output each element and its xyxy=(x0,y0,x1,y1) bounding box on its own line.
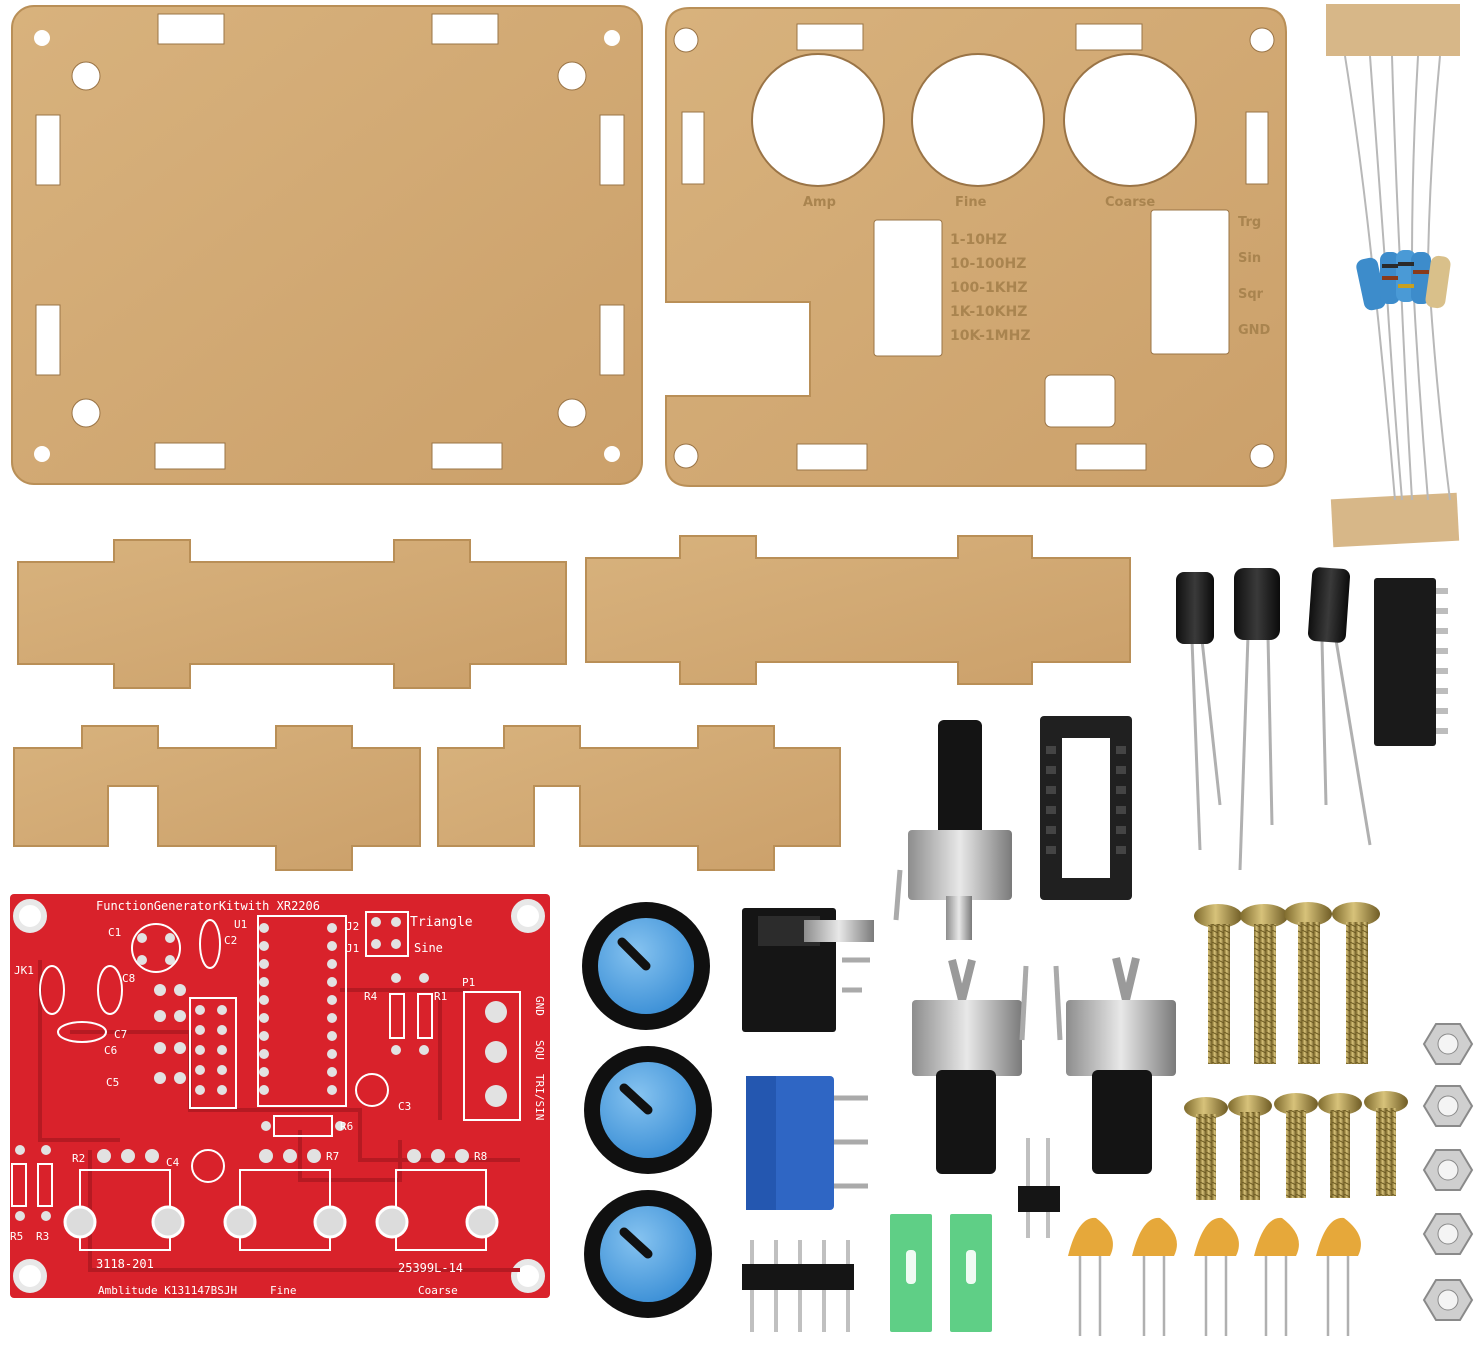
potentiometer-left xyxy=(912,959,1029,1174)
terminal-block xyxy=(746,1076,868,1210)
label-c6: C6 xyxy=(104,1044,117,1057)
side-panel-1 xyxy=(17,539,567,689)
label-sine: Sine xyxy=(414,941,443,955)
screw-icon xyxy=(1332,902,1380,1064)
label-tri-sin: TRI/SIN xyxy=(533,1074,546,1120)
front-panel: 1-10HZ 10-100HZ 100-1KHZ 1K-10KHZ 10K-1M… xyxy=(665,7,1287,487)
ceramic-cap-icon xyxy=(1132,1217,1177,1336)
label-c5: C5 xyxy=(106,1076,119,1089)
electrolytic-capacitors xyxy=(1176,567,1372,871)
hex-nut-icon xyxy=(1422,1023,1474,1065)
knob-pointer-icon xyxy=(619,1083,653,1115)
side-panel-4 xyxy=(437,725,841,871)
ceramic-cap-icon xyxy=(1068,1217,1113,1336)
jumper-caps xyxy=(890,1214,992,1332)
ceramic-capacitors xyxy=(1068,1217,1361,1336)
label-c7: C7 xyxy=(114,1028,127,1041)
range-label-4: 1K-10KHZ xyxy=(950,304,1027,320)
label-c1: C1 xyxy=(108,926,121,939)
dc-jack xyxy=(742,908,874,1032)
screw-icon xyxy=(1284,902,1332,1064)
screw-icon xyxy=(1240,904,1288,1064)
capacitor-icon xyxy=(1176,572,1214,644)
ceramic-cap-icon xyxy=(1194,1217,1239,1336)
gnd-engraving: GND xyxy=(1238,323,1271,338)
label-r8: R8 xyxy=(474,1150,487,1163)
trg-engraving: Trg xyxy=(1238,215,1261,230)
screw-icon xyxy=(1228,1095,1272,1200)
hex-nut-icon xyxy=(1422,1149,1474,1191)
label-squ: SQU xyxy=(533,1040,546,1060)
label-c4: C4 xyxy=(166,1156,180,1169)
label-r6: R6 xyxy=(340,1120,353,1133)
label-r4: R4 xyxy=(364,990,378,1003)
potentiometer-top xyxy=(893,720,1012,940)
ceramic-cap-icon xyxy=(1254,1217,1299,1336)
pcb-board: FunctionGeneratorKitwith XR2206 C1 C2 U1… xyxy=(10,894,550,1298)
label-r1: R1 xyxy=(434,990,447,1003)
hex-nut-icon xyxy=(1422,1213,1474,1255)
ceramic-cap-icon xyxy=(1316,1217,1361,1336)
capacitor-icon xyxy=(1308,567,1350,643)
knob-3 xyxy=(584,1190,712,1318)
label-u1: U1 xyxy=(234,918,247,931)
coarse-engraving: Coarse xyxy=(1105,195,1155,210)
long-screws xyxy=(1194,902,1380,1064)
knob-1 xyxy=(582,902,710,1030)
pot-code-coarse: 25399L-14 xyxy=(398,1261,463,1275)
knob-2 xyxy=(584,1046,712,1174)
label-p1: P1 xyxy=(462,976,475,989)
potentiometer-right xyxy=(1053,957,1176,1174)
pot-code-amplitude: 3118-201 xyxy=(96,1257,154,1271)
sqr-engraving: Sqr xyxy=(1238,287,1264,302)
range-label-3: 100-1KHZ xyxy=(950,280,1028,296)
resistor-strip xyxy=(1326,4,1460,548)
amp-engraving: Amp xyxy=(803,195,836,210)
label-r7: R7 xyxy=(326,1150,339,1163)
short-screws xyxy=(1184,1091,1408,1200)
pcb-title: FunctionGeneratorKitwith XR2206 xyxy=(96,899,320,913)
side-panel-2 xyxy=(585,535,1131,685)
xr2206-chip xyxy=(1374,578,1448,746)
label-c3: C3 xyxy=(398,1100,411,1113)
screw-icon xyxy=(1274,1093,1318,1198)
label-c8: C8 xyxy=(122,972,135,985)
screw-icon xyxy=(1184,1097,1228,1200)
label-coarse: Coarse xyxy=(418,1284,458,1297)
side-panel-3 xyxy=(13,725,421,871)
sin-engraving: Sin xyxy=(1238,251,1261,266)
hex-nuts xyxy=(1422,1023,1474,1321)
hex-nut-icon xyxy=(1422,1085,1474,1127)
label-fine: Fine xyxy=(270,1284,297,1297)
back-panel xyxy=(11,5,643,485)
resistor-icon xyxy=(1356,250,1451,311)
knob-pointer-icon xyxy=(619,1227,653,1259)
label-gnd: GND xyxy=(533,996,546,1016)
label-c2: C2 xyxy=(224,934,237,947)
label-j1: J1 xyxy=(346,942,359,955)
label-r5: R5 xyxy=(10,1230,23,1243)
label-r2: R2 xyxy=(72,1152,85,1165)
hex-nut-icon xyxy=(1422,1279,1474,1321)
label-r3: R3 xyxy=(36,1230,49,1243)
ic-socket xyxy=(1040,716,1132,900)
label-amplitude: Amblitude K131147BSJH xyxy=(98,1284,237,1297)
range-label-1: 1-10HZ xyxy=(950,232,1007,248)
range-label-5: 10K-1MHZ xyxy=(950,328,1030,344)
label-triangle: Triangle xyxy=(410,915,473,930)
screw-icon xyxy=(1318,1093,1362,1198)
pin-header-5 xyxy=(742,1240,854,1332)
label-jk1: JK1 xyxy=(14,964,34,977)
screw-icon xyxy=(1194,904,1242,1064)
range-label-2: 10-100HZ xyxy=(950,256,1026,272)
fine-engraving: Fine xyxy=(955,195,987,210)
screw-icon xyxy=(1364,1091,1408,1196)
capacitor-icon xyxy=(1234,568,1280,640)
label-j2: J2 xyxy=(346,920,359,933)
pin-header-2 xyxy=(1018,1138,1060,1238)
knob-pointer-icon xyxy=(617,937,651,971)
